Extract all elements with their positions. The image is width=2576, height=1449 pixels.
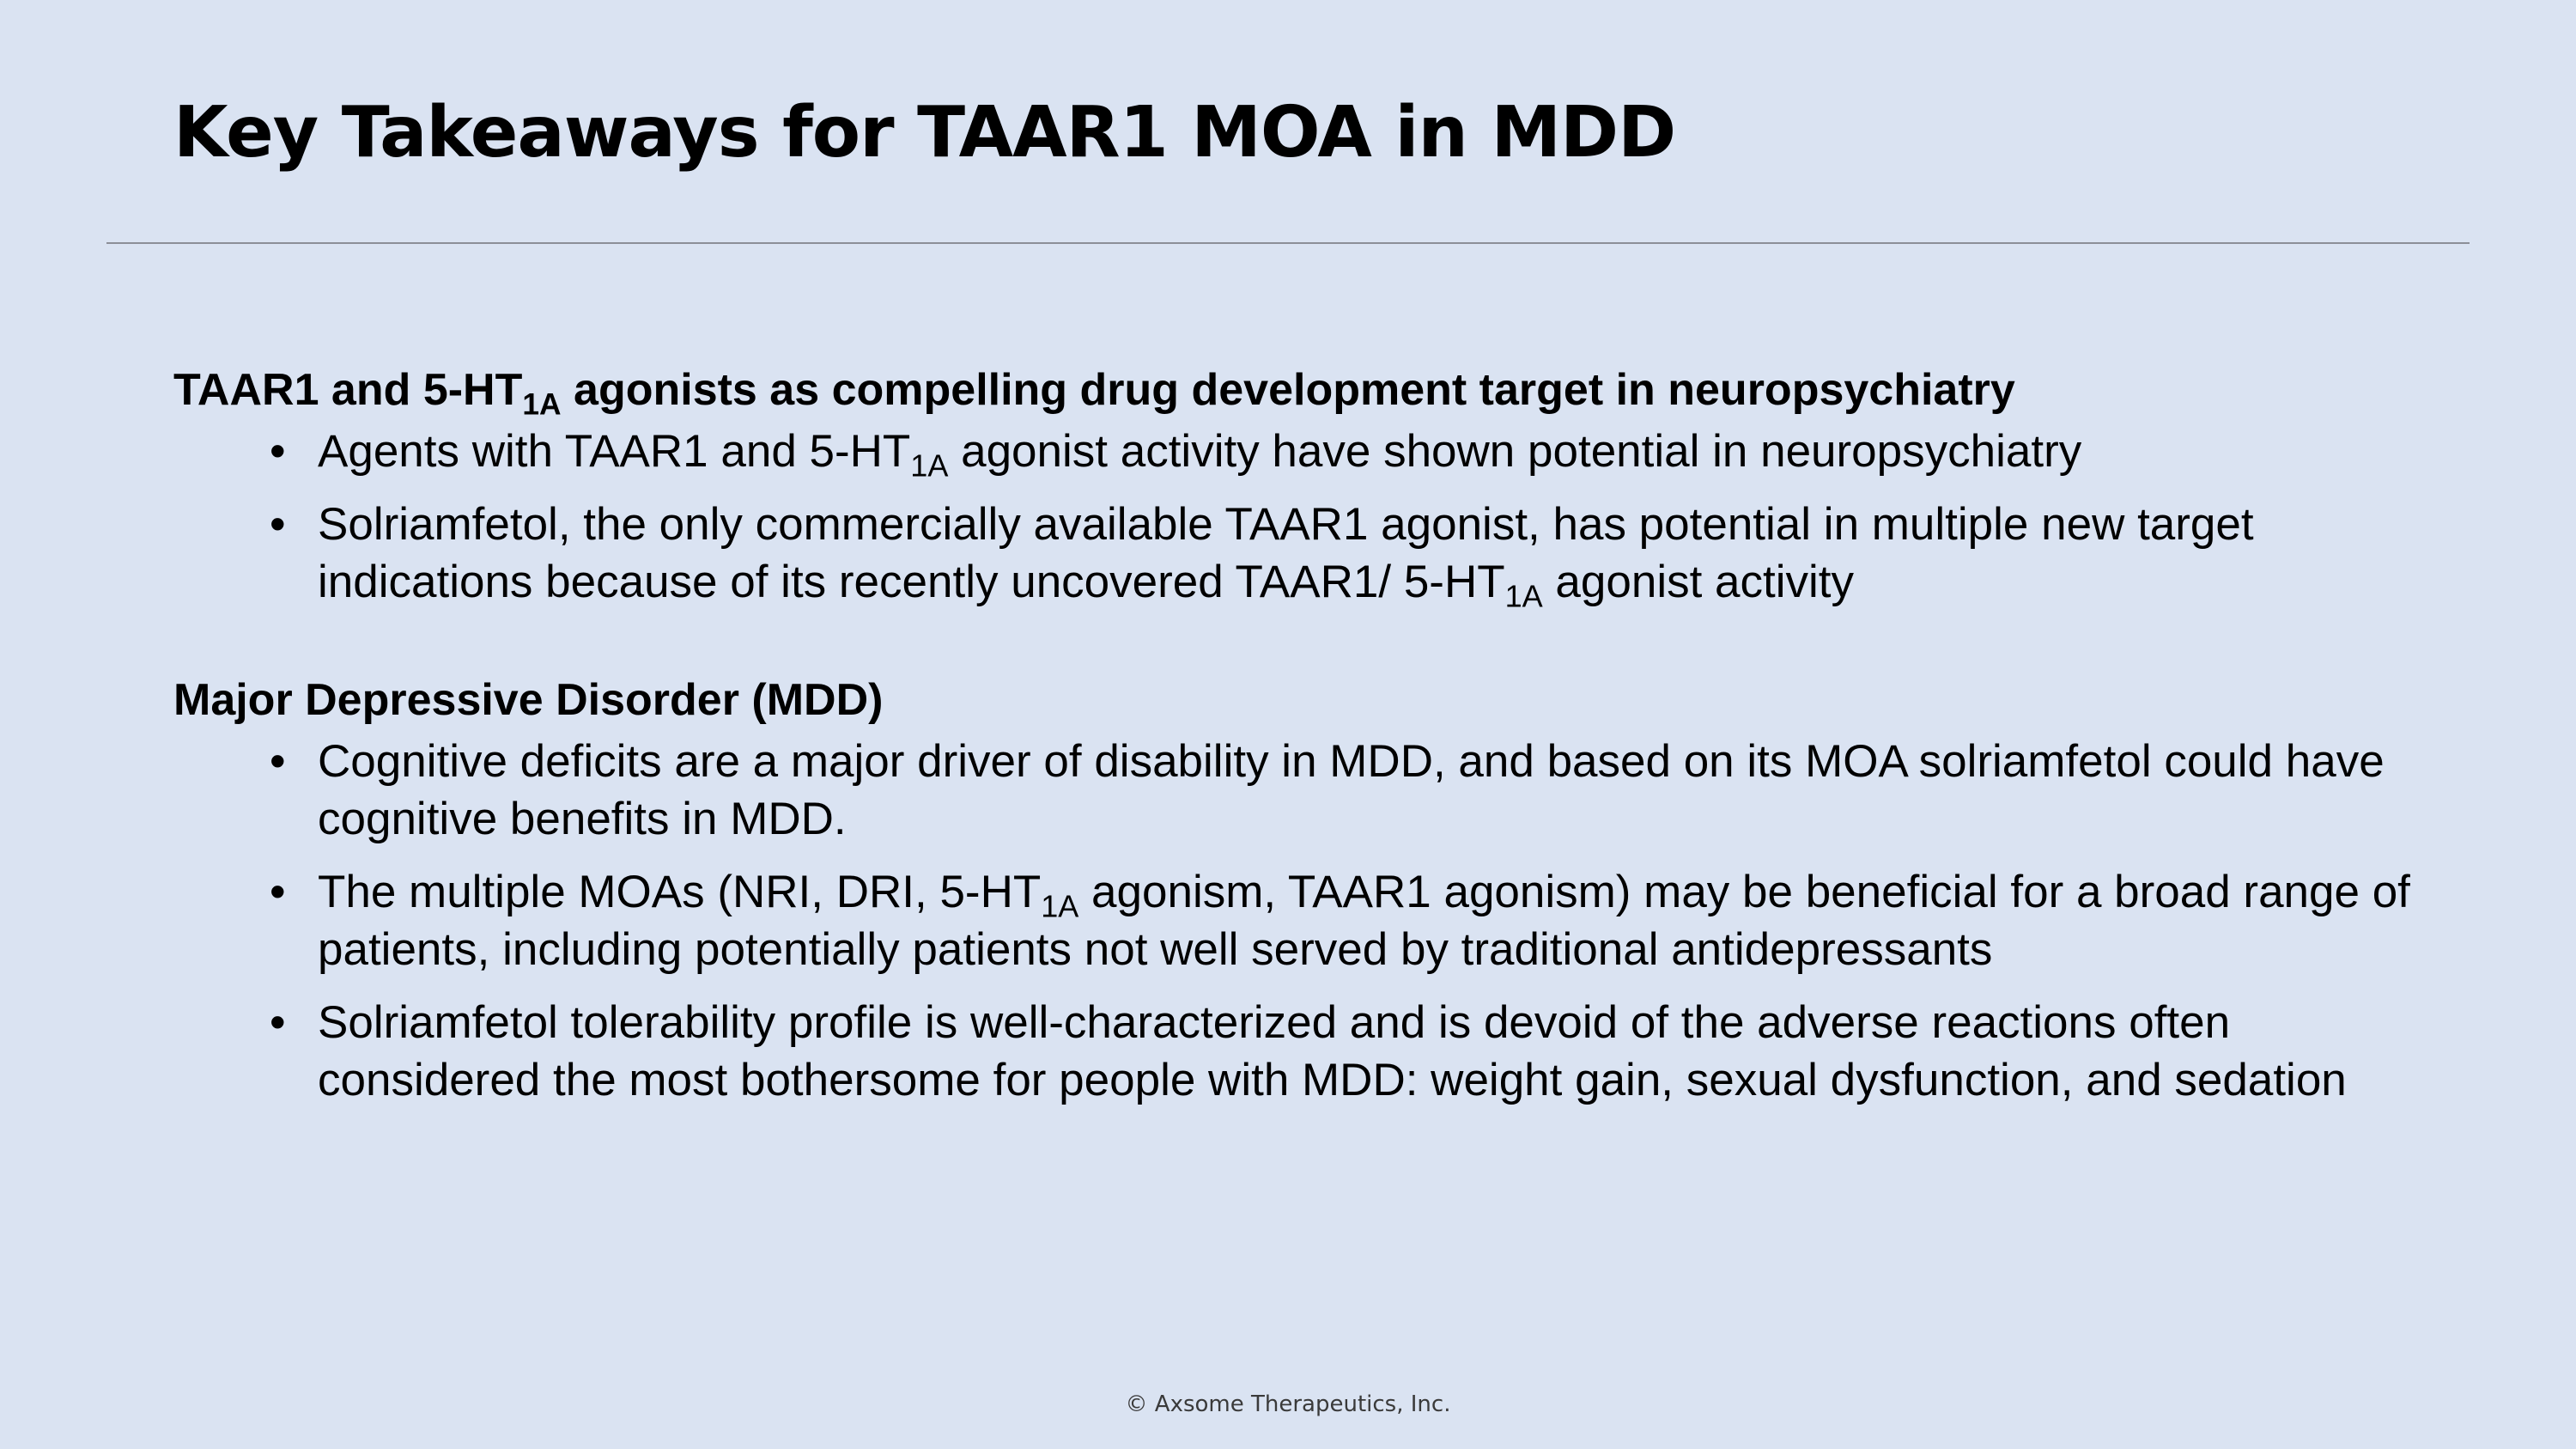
bullet-subscript: 1A — [910, 447, 949, 484]
heading-text: Major Depressive Disorder (MDD) — [173, 675, 884, 725]
bullet-item: • Solriamfetol tolerability profile is we… — [173, 994, 2432, 1109]
section-heading: TAAR1 and 5-HT1A agonists as compelling … — [173, 361, 2492, 419]
heading-text: agonists as compelling drug development … — [561, 365, 2015, 415]
copyright-footer: © Axsome Therapeutics, Inc. — [1125, 1391, 1451, 1417]
bullet-text: Cognitive deficits are a major driver of… — [318, 736, 2385, 844]
heading-text: TAAR1 and 5-HT — [173, 365, 523, 415]
bullet-subscript: 1A — [1504, 578, 1543, 614]
slide-title: Key Takeaways for TAAR1 MOA in MDD — [173, 92, 1676, 174]
bullet-dot-icon: • — [270, 997, 286, 1048]
section-mdd: Major Depressive Disorder (MDD) • Cogniti… — [173, 671, 2492, 1109]
bullet-dot-icon: • — [270, 736, 286, 787]
bullet-text: Agents with TAAR1 and 5-HT — [318, 426, 911, 477]
bullet-item: • Solriamfetol, the only commercially ava… — [173, 496, 2432, 614]
bullet-item: • The multiple MOAs (NRI, DRI, 5-HT1A ago… — [173, 863, 2432, 978]
section-heading: Major Depressive Disorder (MDD) — [173, 671, 2492, 729]
bullet-subscript: 1A — [1041, 888, 1079, 924]
bullet-text: agonist activity have shown potential in… — [948, 426, 2082, 477]
bullet-item: • Cognitive deficits are a major driver o… — [173, 733, 2432, 848]
bullet-text: The multiple MOAs (NRI, DRI, 5-HT — [318, 867, 1042, 917]
bullet-dot-icon: • — [270, 499, 286, 550]
bullet-dot-icon: • — [270, 426, 286, 477]
bullet-item: • Agents with TAAR1 and 5-HT1A agonist ac… — [173, 423, 2432, 481]
section-taar1: TAAR1 and 5-HT1A agonists as compelling … — [173, 361, 2492, 614]
bullet-list: •Agents with TAAR1 and 5-HT1A agonist ac… — [173, 423, 2492, 614]
bullet-dot-icon: • — [270, 867, 286, 917]
title-divider — [106, 242, 2470, 244]
bullet-text: agonist activity — [1542, 557, 1855, 607]
bullet-list: • Cognitive deficits are a major driver o… — [173, 733, 2492, 1109]
bullet-text: Solriamfetol, the only commercially avai… — [318, 499, 2254, 607]
bullet-text: agonism, TAAR1 agonism) may be beneficia… — [318, 867, 2410, 975]
bullet-text: Solriamfetol tolerability profile is wel… — [318, 997, 2347, 1105]
slide-content: TAAR1 and 5-HT1A agonists as compelling … — [173, 361, 2492, 1109]
heading-subscript: 1A — [522, 387, 562, 422]
